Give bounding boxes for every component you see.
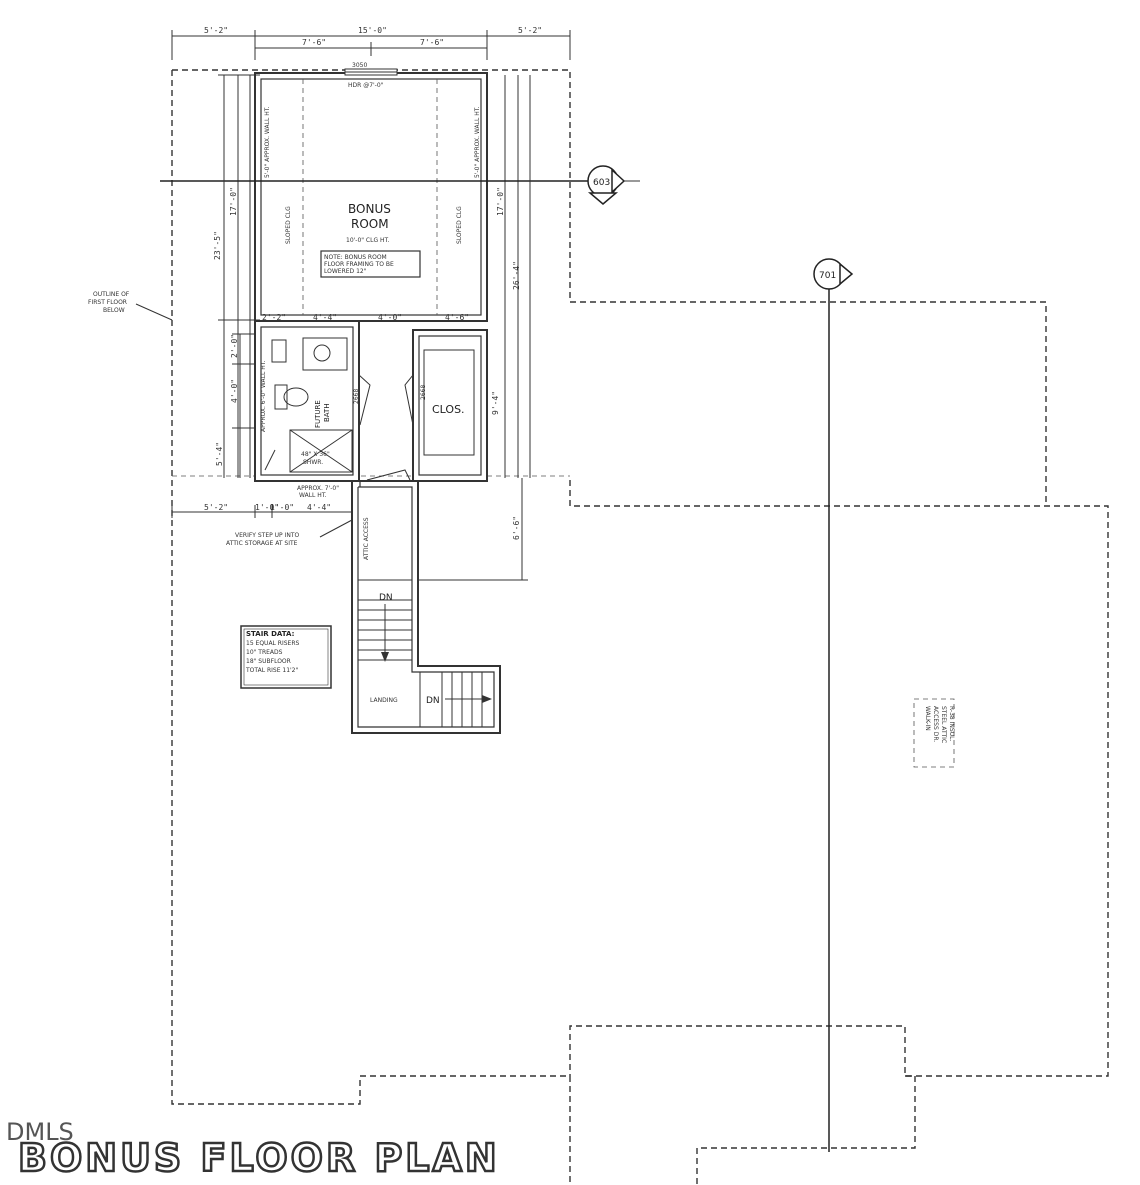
dim-seg-4-6: 4'-6"	[445, 313, 469, 322]
dim-bottom-1-0b: 1'-0"	[270, 503, 294, 512]
bonus-room-title-1: BONUS	[348, 202, 391, 216]
dim-bottom-1-0a: 1'-0"	[255, 503, 279, 512]
stair-data-line-3: 18" SUBFLOOR	[246, 658, 291, 665]
closet-label: CLOS.	[432, 403, 465, 416]
shower-label: SHWR.	[303, 459, 323, 466]
outline-note-2: FIRST FLOOR	[88, 299, 127, 306]
dim-top-half-left: 7'-6"	[302, 38, 326, 47]
stair-data-title: STAIR DATA:	[246, 630, 295, 638]
insulation-note-3: ACCESS DR.	[932, 706, 939, 742]
wall-height-left: 5'-0" APPROX. WALL HT.	[264, 106, 271, 178]
dim-right-17: 17'-0"	[496, 187, 505, 216]
stairs: DN DN LANDING ATTIC ACCESS	[351, 480, 501, 734]
dim-right-9-4: 9'-4"	[491, 391, 500, 415]
dim-right-6-6: 6'-6"	[512, 516, 521, 540]
note-line-1: NOTE: BONUS ROOM	[324, 254, 387, 261]
verify-callout: VERIFY STEP UP INTO ATTIC STORAGE AT SIT…	[226, 519, 353, 547]
top-dimension-lines: 5'-2" 15'-0" 5'-2" 7'-6" 7'-6"	[171, 26, 571, 60]
outline-note-3: BELOW	[103, 307, 125, 314]
dim-top-middle: 15'-0"	[358, 26, 387, 35]
future-bath-2: BATH	[323, 403, 331, 422]
dim-right-26: 26'-4"	[512, 261, 521, 290]
section-line-701: 701	[813, 258, 854, 1152]
section-603-label: 603	[593, 178, 610, 188]
wall-height-7-0-b: WALL HT.	[299, 492, 327, 499]
bath-closet-walls	[254, 320, 488, 482]
verify-note-2: ATTIC STORAGE AT SITE	[226, 540, 298, 547]
dim-bottom-4-4: 4'-4"	[307, 503, 331, 512]
wall-height-7-0-a: APPROX. 7'-0"	[297, 485, 339, 492]
outline-callout: OUTLINE OF FIRST FLOOR BELOW	[88, 291, 173, 321]
window-3050-label: 3050	[352, 62, 367, 69]
dim-top-half-right: 7'-6"	[420, 38, 444, 47]
dim-bottom-left: 5'-2"	[204, 503, 228, 512]
dim-seg-2-2: 2'-2"	[262, 313, 286, 322]
attic-access-label: ATTIC ACCESS	[363, 517, 370, 560]
dim-seg-4-4: 4'-4"	[313, 313, 337, 322]
dmls-watermark: DMLS	[6, 1118, 74, 1146]
dim-seg-4-0: 4'-0"	[378, 313, 402, 322]
attic-hatch-note: R-38 INSUL. STEEL ATTIC ACCESS DR. WALK-…	[913, 698, 955, 768]
stair-data-box: STAIR DATA: 15 EQUAL RISERS 10" TREADS 1…	[240, 625, 332, 689]
dim-left-23: 23'-5"	[213, 231, 222, 260]
dim-left-4-0: 4'-0"	[230, 379, 239, 403]
landing-label: LANDING	[370, 697, 398, 704]
section-701-label: 701	[819, 271, 836, 281]
ceiling-height-label: 10'-0" CLG HT.	[346, 237, 389, 244]
outline-note-1: OUTLINE OF	[93, 291, 130, 298]
stair-dn-lower: DN	[426, 696, 440, 706]
note-line-3: LOWERED 12"	[324, 268, 367, 275]
bonus-room-walls	[237, 68, 519, 478]
wall-height-right: 5'-0" APPROX. WALL HT.	[474, 106, 481, 178]
stair-dn-upper: DN	[379, 593, 393, 603]
bottom-dimensions: 5'-2" 1'-0" 1'-0" 4'-4" 6'-6"	[171, 478, 528, 581]
sloped-ceiling-left: SLOPED CLG	[285, 206, 292, 244]
dim-top-right: 5'-2"	[518, 26, 542, 35]
stair-data-line-4: TOTAL RISE 11'2"	[245, 667, 298, 674]
bonus-room-labels: 3050 HDR @7'-0" 5'-0" APPROX. WALL HT. 5…	[264, 62, 481, 278]
dim-left-5-4: 5'-4"	[215, 442, 224, 466]
stair-data-line-1: 15 EQUAL RISERS	[246, 640, 300, 647]
future-bath-1: FUTURE	[314, 400, 322, 428]
door-2668-right: 2668	[420, 385, 427, 400]
insulation-note-2: STEEL ATTIC	[940, 706, 947, 743]
bonus-room-title-2: ROOM	[351, 217, 389, 231]
insulation-note-1: R-38 INSUL.	[948, 706, 955, 741]
bath-closet-labels: APPROX. 6'-0" WALL HT. FUTURE BATH 2668 …	[260, 360, 465, 499]
note-line-2: FLOOR FRAMING TO BE	[324, 261, 394, 268]
sloped-ceiling-right: SLOPED CLG	[456, 206, 463, 244]
plan-title: BONUS FLOOR PLAN	[17, 1135, 500, 1182]
dim-left-2-0: 2'-0"	[230, 334, 239, 358]
dim-left-17: 17'-0"	[229, 187, 238, 216]
door-2668-left: 2668	[353, 389, 360, 404]
stair-data-line-2: 10" TREADS	[246, 649, 283, 656]
header-label: HDR @7'-0"	[348, 82, 384, 89]
shower-size: 48" X 36"	[301, 451, 330, 458]
verify-note-1: VERIFY STEP UP INTO	[235, 532, 299, 539]
dim-top-left: 5'-2"	[204, 26, 228, 35]
section-line-603: 603	[160, 165, 640, 205]
insulation-note-4: WALK-IN	[924, 706, 931, 731]
side-dimensions: 17'-0" 23'-5" 17'-0" 26'-4" 2'-2" 4'-4" …	[213, 74, 531, 478]
wall-height-6-0: APPROX. 6'-0" WALL HT.	[260, 360, 267, 432]
